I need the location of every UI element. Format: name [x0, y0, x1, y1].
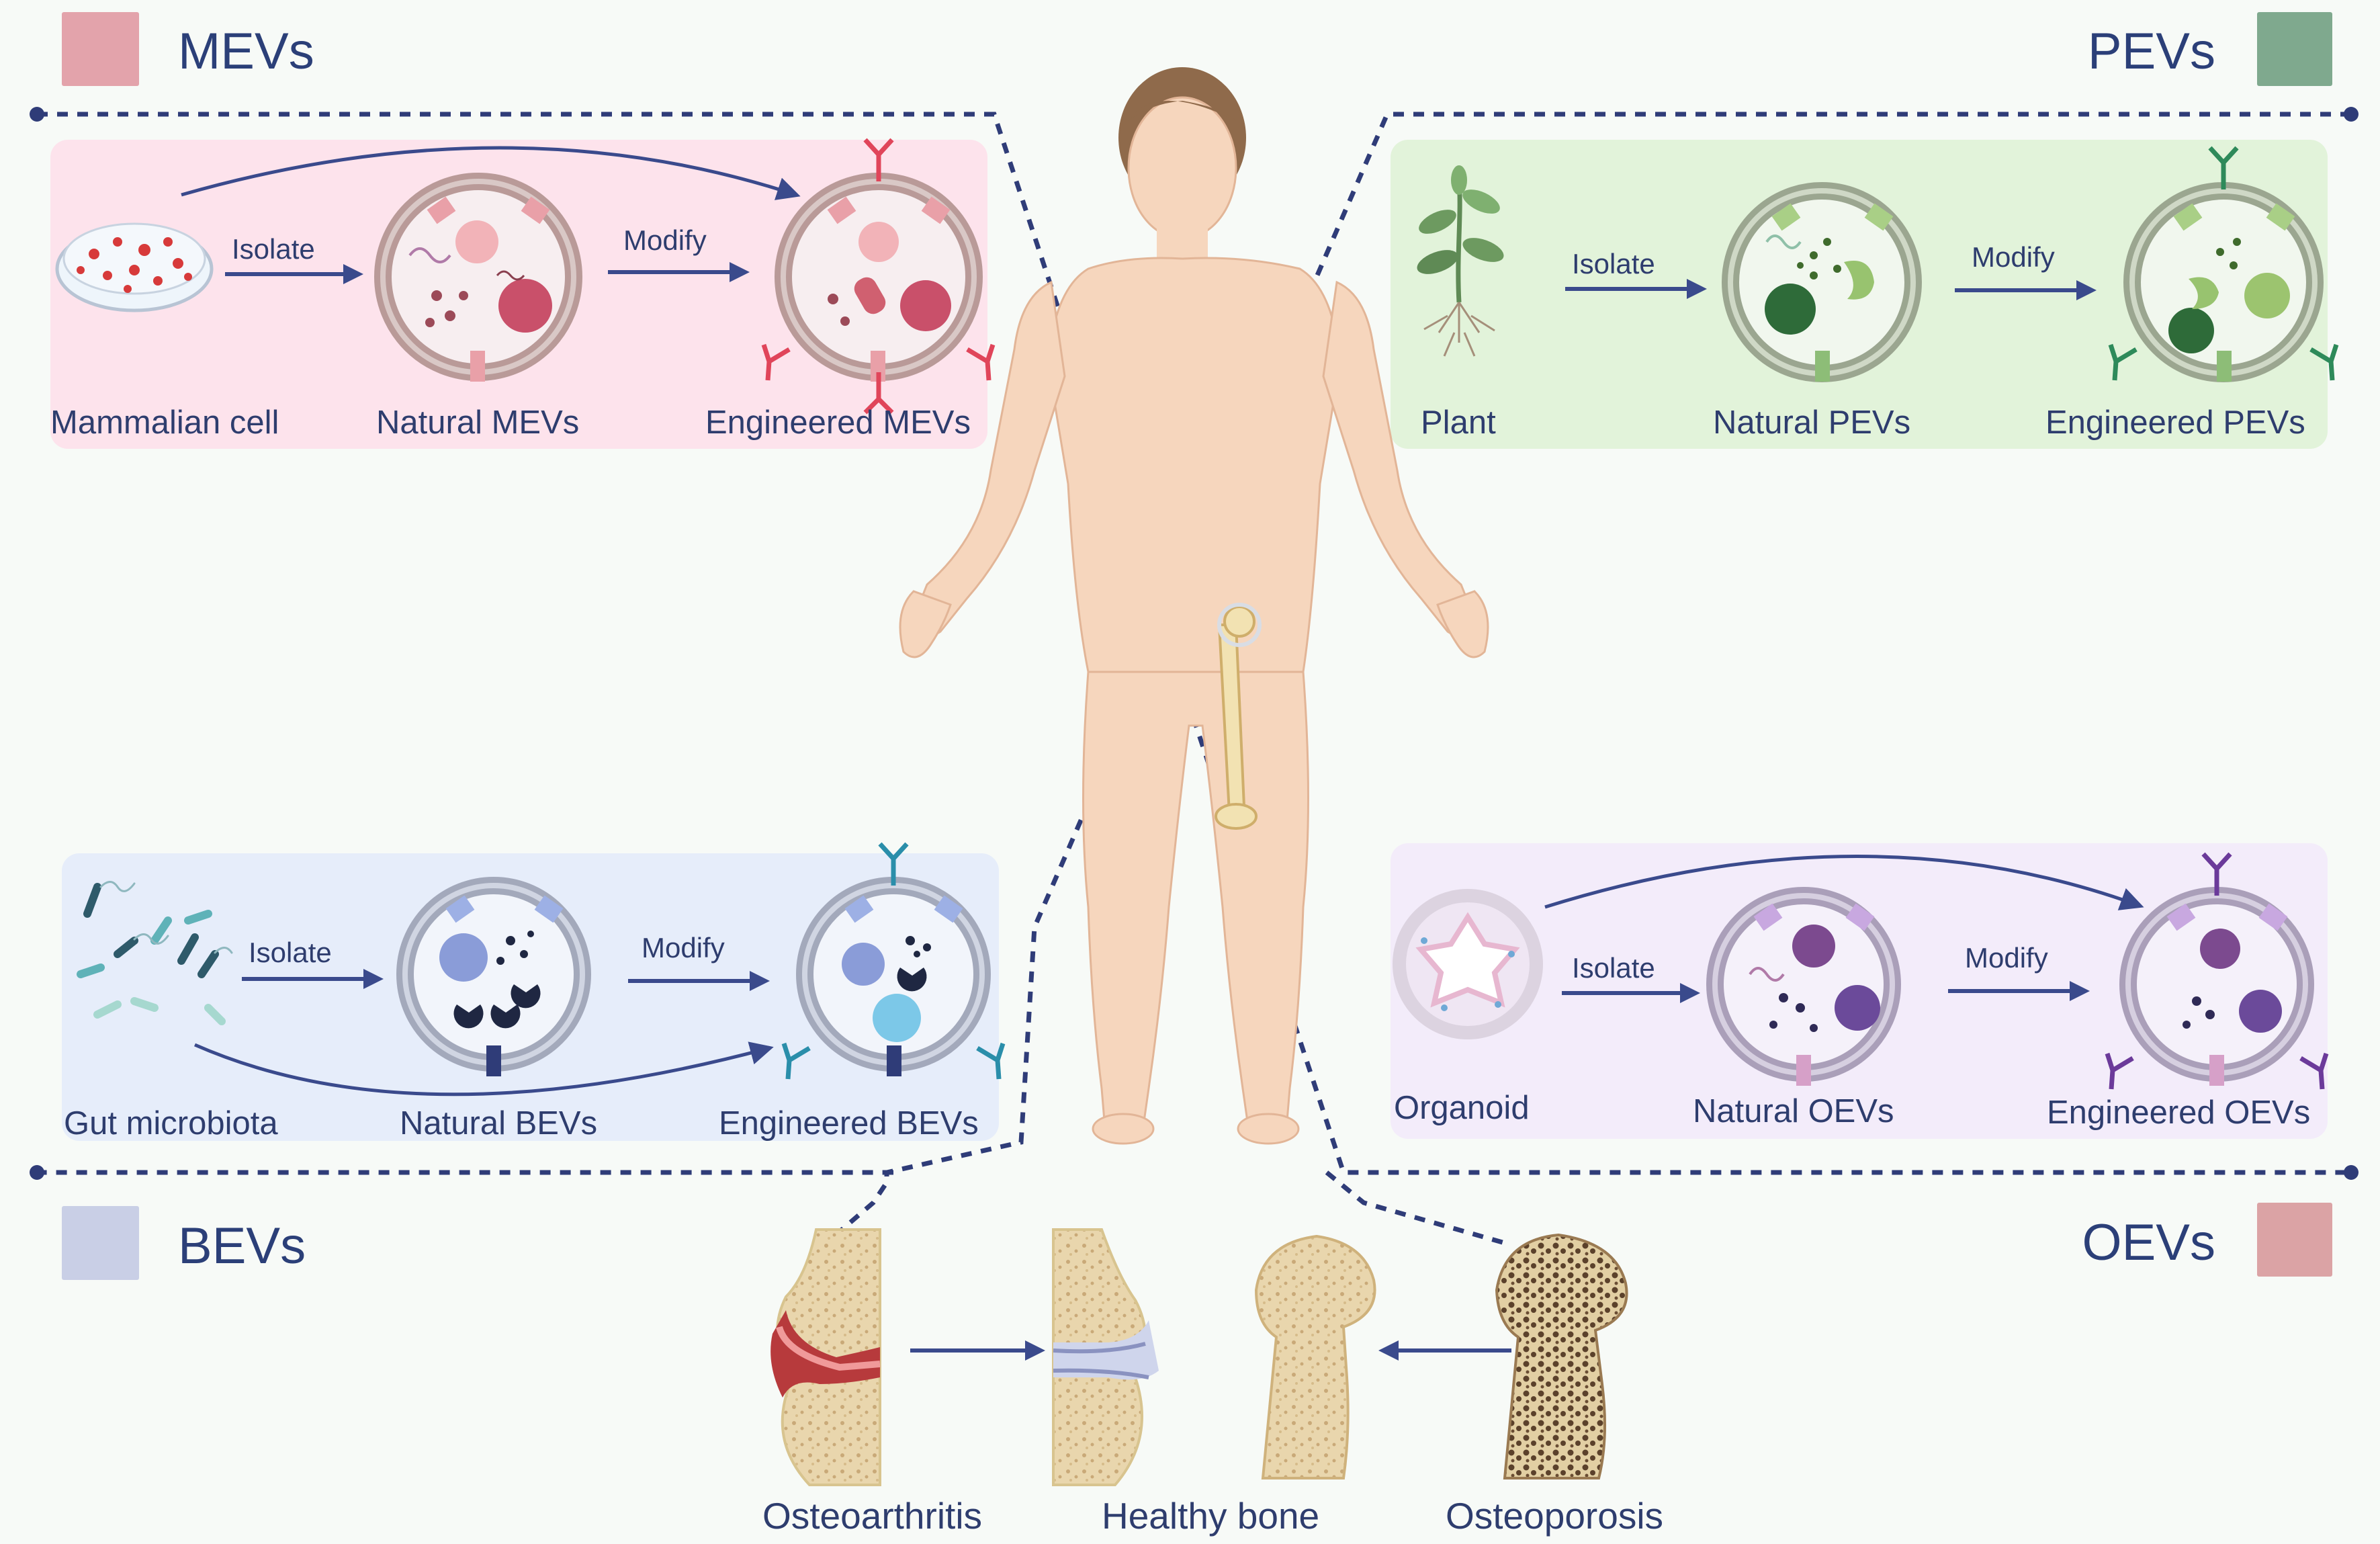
- pevs-natural-label: Natural PEVs: [1713, 404, 1910, 441]
- mevs-natural-label: Natural MEVs: [376, 404, 579, 441]
- bevs-modify-label: Modify: [642, 932, 725, 963]
- femur-icon: [1215, 603, 1262, 830]
- bevs-natural-vesicle-icon: [396, 877, 591, 1076]
- osteoarthritis-joint-icon: [770, 1228, 881, 1486]
- mevs-title: MEVs: [178, 23, 314, 80]
- oevs-title-group: OEVs: [2082, 1203, 2332, 1277]
- organoid-icon: [1393, 889, 1543, 1039]
- pevs-natural-vesicle-icon: [1722, 182, 1922, 382]
- oevs-engineered-vesicle-icon: [2105, 852, 2329, 1090]
- mevs-title-group: MEVs: [62, 12, 314, 86]
- pevs-engineered-vesicle-icon: [2108, 146, 2339, 382]
- pevs-panel: Isolate Modify: [1391, 140, 2339, 449]
- bevs-panel: Isolate Modify: [62, 842, 1006, 1142]
- pevs-engineered-label: Engineered PEVs: [2045, 404, 2305, 441]
- oevs-swatch: [2257, 1203, 2332, 1277]
- osteoporosis-bone-icon: [1495, 1233, 1628, 1479]
- bevs-title-group: BEVs: [62, 1206, 306, 1280]
- pevs-title: PEVs: [2088, 23, 2215, 80]
- oevs-engineered-label: Engineered OEVs: [2047, 1095, 2310, 1131]
- plant-icon: [1417, 165, 1504, 357]
- oevs-isolate-label: Isolate: [1572, 952, 1655, 984]
- mevs-isolate-label: Isolate: [232, 233, 315, 265]
- oevs-natural-vesicle-icon: [1706, 887, 1901, 1086]
- mevs-engineered-label: Engineered MEVs: [705, 404, 971, 441]
- petri-dish-icon: [55, 222, 214, 312]
- oevs-source-label: Organoid: [1394, 1090, 1530, 1126]
- osteoarthritis-label: Osteoarthritis: [762, 1495, 982, 1537]
- healthy-joint-icon: [1052, 1228, 1159, 1486]
- mevs-panel: Isolate Modify: [50, 138, 996, 449]
- pevs-source-label: Plant: [1421, 404, 1496, 441]
- pevs-swatch: [2257, 12, 2332, 86]
- mevs-natural-vesicle-icon: [374, 173, 582, 382]
- mevs-source-label: Mammalian cell: [50, 404, 279, 441]
- bevs-natural-label: Natural BEVs: [400, 1105, 597, 1142]
- oevs-panel: Isolate Modify: [1391, 843, 2329, 1139]
- mevs-engineered-vesicle-icon: [761, 138, 996, 415]
- healthy-bone-icon: [1254, 1234, 1376, 1479]
- mevs-swatch: [62, 12, 139, 86]
- bevs-source-label: Gut microbiota: [64, 1105, 278, 1142]
- oevs-modify-label: Modify: [1965, 942, 2048, 974]
- healthy-bone-label: Healthy bone: [1102, 1495, 1319, 1537]
- pevs-title-group: PEVs: [2088, 12, 2332, 86]
- bevs-engineered-vesicle-icon: [781, 842, 1006, 1080]
- bevs-isolate-label: Isolate: [249, 937, 332, 968]
- pevs-isolate-label: Isolate: [1572, 248, 1655, 280]
- oevs-title: OEVs: [2082, 1214, 2216, 1271]
- frame-endpoints: [30, 107, 2359, 1180]
- bone-section: Osteoarthritis Healthy bone Osteoporosis: [762, 1228, 1663, 1537]
- mevs-modify-label: Modify: [623, 224, 707, 256]
- bevs-swatch: [62, 1206, 139, 1280]
- osteoporosis-label: Osteoporosis: [1446, 1495, 1663, 1537]
- oevs-natural-label: Natural OEVs: [1693, 1093, 1894, 1129]
- bevs-engineered-label: Engineered BEVs: [719, 1105, 979, 1142]
- pevs-modify-label: Modify: [1972, 241, 2055, 273]
- bevs-title: BEVs: [178, 1217, 306, 1275]
- bacteria-icon: [77, 881, 233, 1025]
- human-figure-icon: [899, 67, 1489, 1145]
